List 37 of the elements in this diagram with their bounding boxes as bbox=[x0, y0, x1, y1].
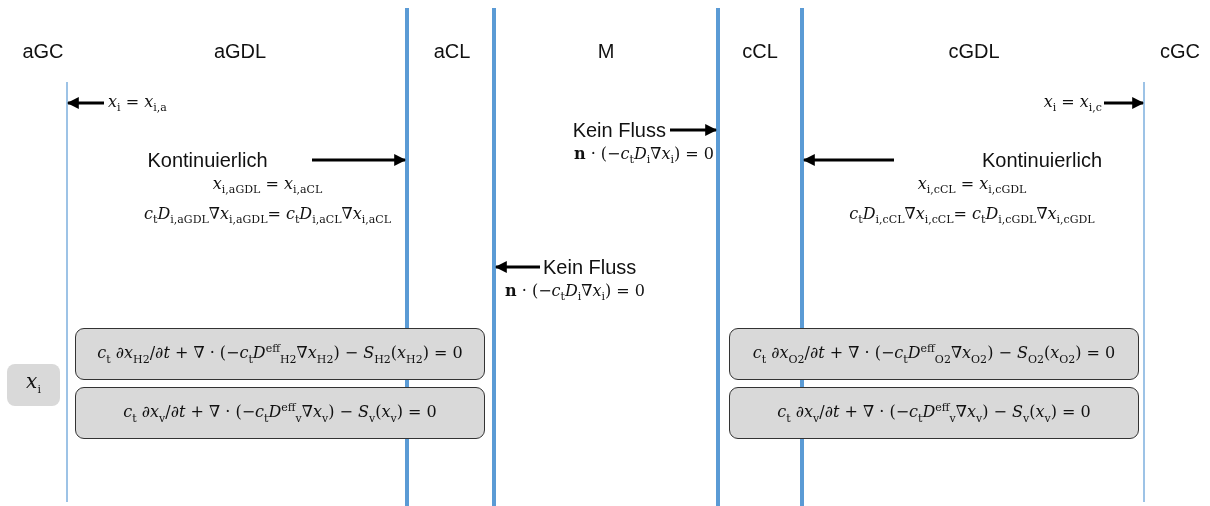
layer-label: M bbox=[597, 40, 615, 63]
boundary-condition-heading: Kein Fluss bbox=[542, 255, 637, 279]
arrow bbox=[66, 97, 104, 109]
layer-label: cCL bbox=[742, 40, 778, 63]
variable-box bbox=[7, 364, 60, 406]
equation: n · (−c$_{t}$D$_{i}$∇x$_{i}$) = 0 bbox=[573, 143, 714, 169]
layer-boundary-line bbox=[1143, 82, 1145, 502]
layer-boundary-line bbox=[66, 82, 68, 502]
equation: x$_{i}$ = x$_{i,c}$ bbox=[1043, 91, 1102, 117]
equation-box bbox=[75, 387, 485, 439]
equation-box bbox=[75, 328, 485, 380]
boundary-condition-heading: Kontinuierlich bbox=[147, 148, 269, 172]
arrow bbox=[802, 154, 894, 166]
equation: x$_{i,cCL}$ = x$_{i,cGDL}$ bbox=[917, 173, 1027, 199]
equation: c$_{t}$ ∂x$_{O2}$/∂t + ∇ · (−c$_{t}$D$^{eff}$$_{O2}$∇x$_{O2}$) − S$_{O2}$(x$_{O2}$) = 0 bbox=[752, 340, 1116, 368]
equation: c$_{t}$D$_{i,aGDL}$∇x$_{i,aGDL}$= c$_{t}$D$_{i,aCL}$∇x$_{i,aCL}$ bbox=[144, 203, 391, 229]
arrow bbox=[312, 154, 407, 166]
equation: x$_{i}$ = x$_{i,a}$ bbox=[108, 91, 167, 117]
equation: x$_{i,aGDL}$ = x$_{i,aCL}$ bbox=[212, 173, 323, 199]
arrow bbox=[494, 261, 540, 273]
equation-box bbox=[729, 328, 1139, 380]
boundary-condition-heading: Kein Fluss bbox=[572, 118, 667, 142]
boundary-condition-heading: Kontinuierlich bbox=[980, 148, 1103, 172]
variable-symbol: x$_{i}$ bbox=[26, 368, 41, 398]
layer-label: aGDL bbox=[213, 40, 267, 63]
layer-label: aCL bbox=[433, 40, 471, 63]
arrow bbox=[670, 124, 718, 136]
equation: c$_{t}$ ∂x$_{H2}$/∂t + ∇ · (−c$_{t}$D$^{eff}$$_{H2}$∇x$_{H2}$) − S$_{H2}$(x$_{H2}$) = 0 bbox=[97, 340, 463, 368]
layer-label: cGC bbox=[1160, 40, 1200, 63]
equation: n · (−c$_{t}$D$_{i}$∇x$_{i}$) = 0 bbox=[505, 280, 646, 306]
arrow bbox=[1104, 97, 1145, 109]
layer-label: cGDL bbox=[948, 40, 1000, 63]
equation: c$_{t}$D$_{i,cCL}$∇x$_{i,cCL}$= c$_{t}$D$_{i,cGDL}$∇x$_{i,cGDL}$ bbox=[849, 203, 1095, 229]
equation: c$_{t}$ ∂x$_{v}$/∂t + ∇ · (−c$_{t}$D$^{eff}$$_{v}$∇x$_{v}$) − S$_{v}$(x$_{v}$) = 0 bbox=[123, 399, 437, 427]
layer-label: aGC bbox=[22, 40, 64, 63]
equation-box bbox=[729, 387, 1139, 439]
equation: c$_{t}$ ∂x$_{v}$/∂t + ∇ · (−c$_{t}$D$^{eff}$$_{v}$∇x$_{v}$) − S$_{v}$(x$_{v}$) = 0 bbox=[777, 399, 1091, 427]
